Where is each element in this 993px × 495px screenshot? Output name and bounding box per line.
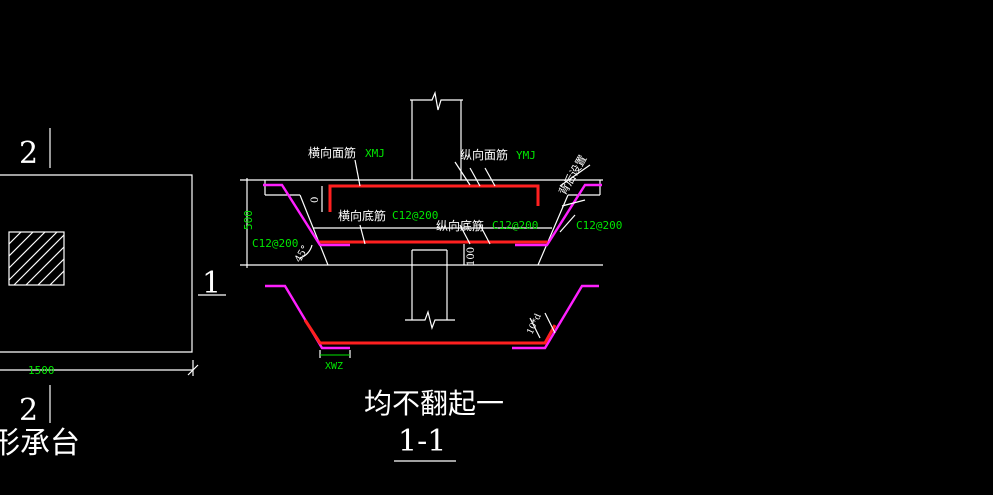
dim-bottom-value: 100 bbox=[466, 247, 477, 266]
plan-width-dimension bbox=[0, 360, 199, 376]
column-upper bbox=[410, 90, 463, 180]
dim-height-value: 500 bbox=[242, 210, 255, 230]
top-bar-red bbox=[328, 184, 540, 212]
plan-title: 形承台 bbox=[0, 426, 80, 461]
label-transverse-top: 横向面筋 bbox=[308, 145, 356, 160]
plan-column-hatch bbox=[8, 231, 65, 286]
side-bar-right bbox=[515, 183, 602, 247]
hook-dimensions bbox=[319, 312, 556, 358]
spec-right-side: C12@200 bbox=[576, 219, 622, 232]
hook-bar-red bbox=[303, 319, 557, 345]
label-longitudinal-top: 纵向面筋 bbox=[460, 147, 508, 162]
hook-bar-left bbox=[265, 284, 350, 350]
label-slope: 背后设置 bbox=[555, 152, 589, 197]
leader-lines bbox=[354, 159, 591, 245]
height-dimension bbox=[240, 178, 465, 268]
plan-view: 2 1 2 1500 形承台 bbox=[0, 128, 226, 461]
dim-zero-value: 0 bbox=[310, 197, 321, 203]
section-title: 1-1 bbox=[398, 424, 446, 459]
pile-lower bbox=[405, 249, 455, 331]
plan-outline bbox=[0, 174, 193, 353]
code-bottom-hook: XWZ bbox=[325, 361, 343, 372]
section-view: 500 0 100 45° 横向面筋 XMJ 纵向面筋 YMJ 横向底筋 C12… bbox=[240, 90, 622, 462]
section-note: 均不翻起一 bbox=[364, 387, 504, 420]
section-mark-1: 1 bbox=[202, 266, 221, 301]
cap-outline bbox=[262, 179, 603, 266]
spec-left-side: C12@200 bbox=[252, 237, 298, 250]
section-mark-2-bottom: 2 bbox=[19, 393, 38, 428]
side-bar-left bbox=[263, 183, 350, 247]
label-transverse-bottom: 横向底筋 bbox=[338, 208, 386, 223]
plan-width-value: 1500 bbox=[28, 364, 55, 377]
spec-transverse-bottom: C12@200 bbox=[392, 209, 438, 222]
hook-bar-right bbox=[512, 284, 599, 350]
spec-longitudinal-bottom: C12@200 bbox=[492, 219, 538, 232]
code-transverse-top: XMJ bbox=[365, 147, 385, 160]
label-longitudinal-bottom: 纵向底筋 bbox=[436, 218, 484, 233]
dim-hook-value: 10*d bbox=[526, 312, 544, 336]
code-longitudinal-top: YMJ bbox=[516, 149, 536, 162]
section-mark-2-top: 2 bbox=[19, 136, 38, 171]
